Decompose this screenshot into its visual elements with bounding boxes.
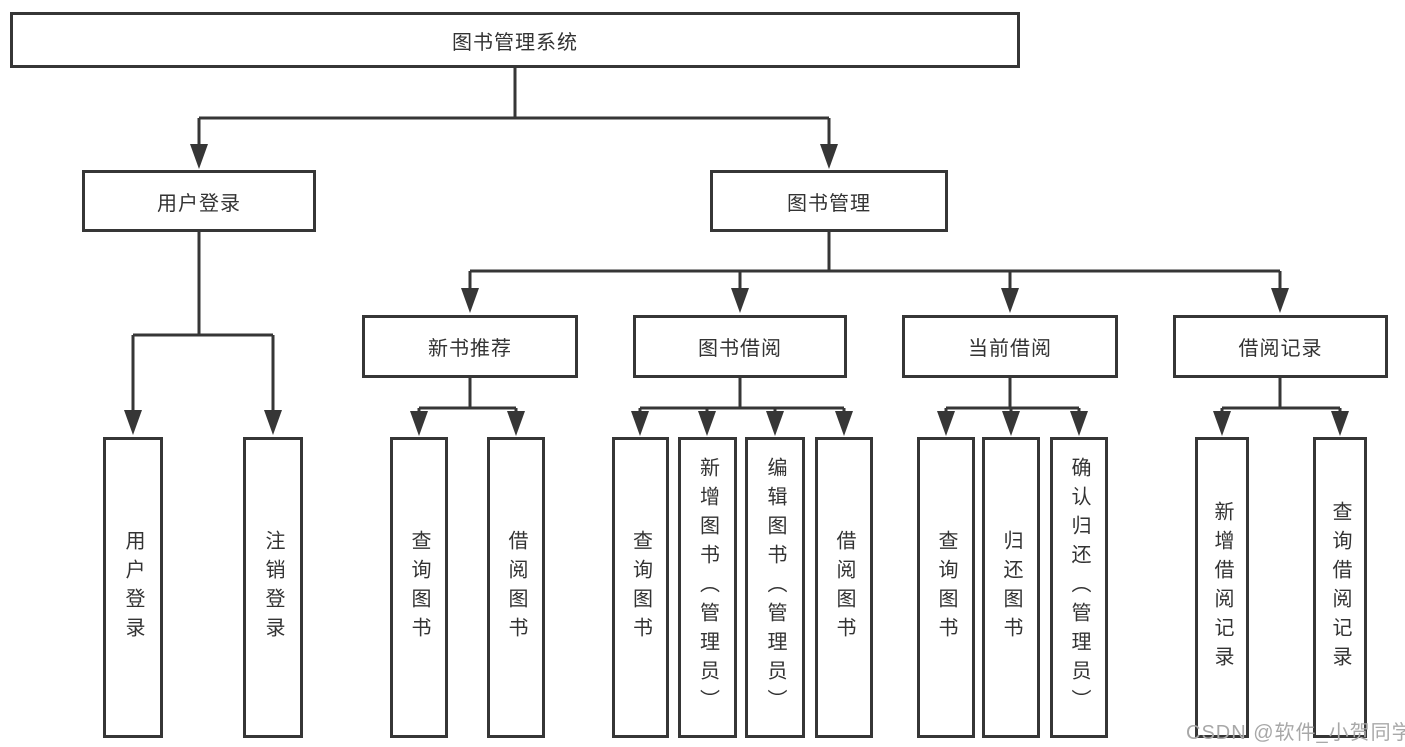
- node-library-management-system: 图书管理系统: [10, 12, 1020, 68]
- leaf-user-login: 用户登录: [103, 437, 163, 738]
- leaf-records-query-record: 查询借阅记录: [1313, 437, 1367, 738]
- leaf-borrowing-edit-books-admin: 编辑图书（管理员）: [745, 437, 805, 738]
- node-new-book-recommend: 新书推荐: [362, 315, 578, 378]
- leaf-newbook-query-books: 查询图书: [390, 437, 448, 738]
- leaf-newbook-borrow-books: 借阅图书: [487, 437, 545, 738]
- leaf-logout: 注销登录: [243, 437, 303, 738]
- leaf-current-query-books: 查询图书: [917, 437, 975, 738]
- leaf-records-add-record: 新增借阅记录: [1195, 437, 1249, 738]
- csdn-watermark: CSDN @软件_小贺同学: [1186, 722, 1405, 744]
- leaf-current-confirm-return-admin: 确认归还（管理员）: [1050, 437, 1108, 738]
- leaf-borrowing-borrow-books: 借阅图书: [815, 437, 873, 738]
- node-book-borrowing: 图书借阅: [633, 315, 847, 378]
- node-current-borrowing: 当前借阅: [902, 315, 1118, 378]
- leaf-borrowing-query-books: 查询图书: [612, 437, 669, 738]
- leaf-current-return-books: 归还图书: [982, 437, 1040, 738]
- node-user-login: 用户登录: [82, 170, 316, 232]
- node-book-management: 图书管理: [710, 170, 948, 232]
- node-borrowing-records: 借阅记录: [1173, 315, 1388, 378]
- leaf-borrowing-add-books-admin: 新增图书（管理员）: [678, 437, 737, 738]
